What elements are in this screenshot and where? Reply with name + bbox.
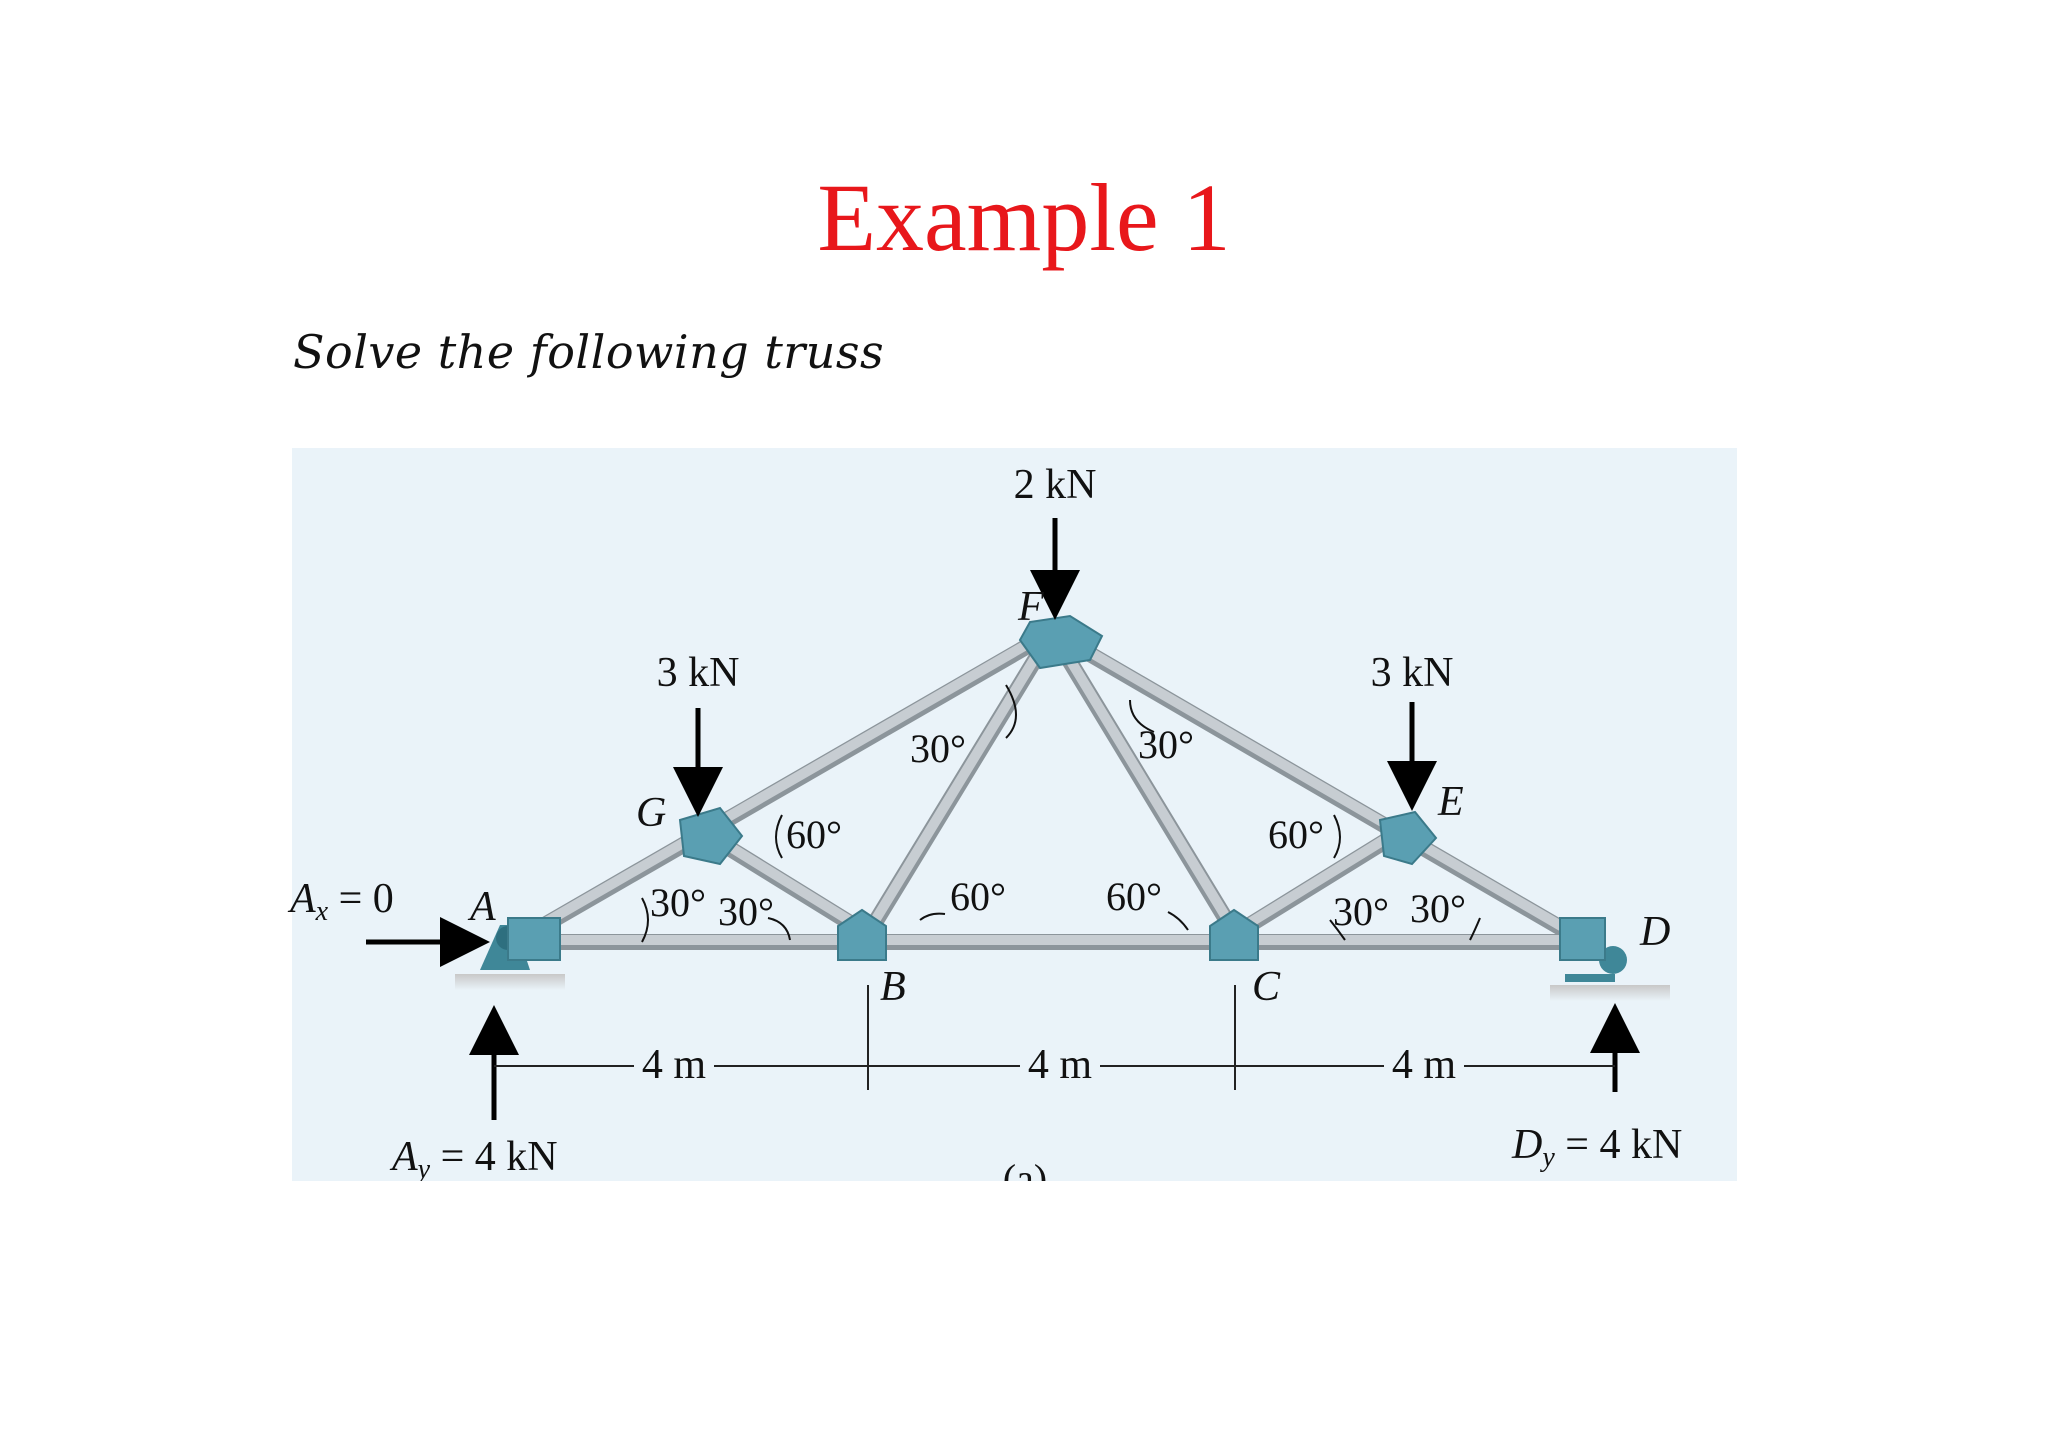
truss-members bbox=[507, 624, 1593, 950]
angle-label-C-right: 30° bbox=[1333, 889, 1389, 934]
gusset-D bbox=[1559, 917, 1606, 961]
node-label-C: C bbox=[1252, 964, 1281, 1010]
figure-background bbox=[292, 448, 1737, 1181]
angle-label-A-base: 30° bbox=[650, 880, 706, 925]
node-label-E: E bbox=[1437, 779, 1464, 825]
angle-label-D-left: 30° bbox=[1410, 886, 1466, 931]
node-label-F: F bbox=[1017, 584, 1044, 630]
problem-statement: Solve the following truss bbox=[293, 325, 885, 379]
gusset-A bbox=[507, 917, 561, 961]
slide-title: Example 1 bbox=[817, 164, 1231, 271]
angle-label-B-left: 30° bbox=[718, 889, 774, 934]
gusset-plates bbox=[507, 614, 1606, 961]
gusset-F bbox=[1018, 614, 1104, 670]
reaction-label-Ax: Ax = 0 bbox=[287, 876, 394, 927]
node-label-A: A bbox=[467, 884, 496, 930]
dimension-label-CD: 4 m bbox=[1392, 1042, 1457, 1088]
angle-label-E-left: 60° bbox=[1268, 812, 1324, 857]
angle-label-G-right: 60° bbox=[786, 812, 842, 857]
gusset-B bbox=[837, 908, 887, 961]
gusset-C bbox=[1209, 908, 1259, 961]
reaction-label-Dy: Dy = 4 kN bbox=[1511, 1122, 1682, 1173]
node-label-B: B bbox=[880, 964, 906, 1010]
angle-arcs bbox=[641, 684, 1481, 943]
gusset-E bbox=[1378, 810, 1438, 866]
angle-label-F-right: 30° bbox=[1138, 722, 1194, 767]
dimension-label-BC: 4 m bbox=[1028, 1042, 1093, 1088]
node-label-G: G bbox=[636, 790, 666, 836]
dimension-label-AB: 4 m bbox=[642, 1042, 707, 1088]
angle-label-C-left: 60° bbox=[1106, 874, 1162, 919]
load-label-F: 2 kN bbox=[1014, 462, 1097, 508]
reaction-label-Ay: Ay = 4 kN bbox=[389, 1134, 558, 1185]
applied-loads bbox=[366, 518, 1640, 1120]
load-label-G: 3 kN bbox=[657, 650, 740, 696]
node-label-D: D bbox=[1639, 909, 1670, 955]
load-label-E: 3 kN bbox=[1371, 650, 1454, 696]
angle-label-B-right: 60° bbox=[950, 874, 1006, 919]
angle-label-F-left: 30° bbox=[910, 726, 966, 771]
figure-caption: (a) bbox=[1003, 1156, 1047, 1201]
